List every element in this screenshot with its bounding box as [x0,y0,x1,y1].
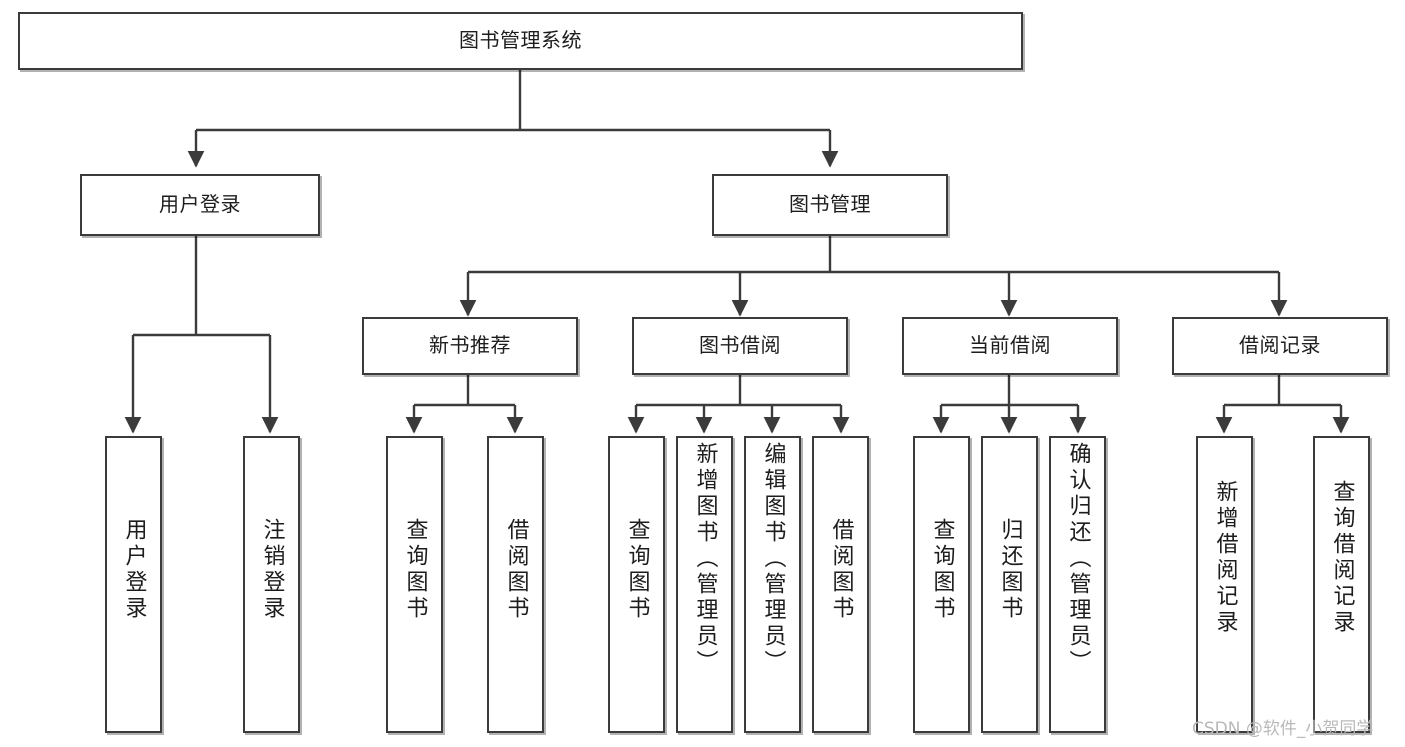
node-label: 查询图书 [624,518,650,622]
leaf-confirm-return-admin[interactable]: 确认归还（管理员） [1049,436,1106,733]
leaf-return-book[interactable]: 归还图书 [981,436,1038,733]
node-label: 查询图书 [402,518,428,622]
node-user-login[interactable]: 用户登录 [80,174,320,236]
leaf-borrow-book[interactable]: 借阅图书 [812,436,869,733]
leaf-edit-book-admin[interactable]: 编辑图书（管理员） [744,436,801,733]
node-label: 当前借阅 [969,333,1051,358]
node-label: 图书管理 [789,192,871,217]
node-label: 用户登录 [159,192,241,217]
leaf-logout-login[interactable]: 注销登录 [243,436,300,733]
csdn-watermark: CSDN @软件_小贺同学 [1192,719,1374,739]
node-new-book-recommend[interactable]: 新书推荐 [362,317,578,375]
leaf-borrow-book-recommend[interactable]: 借阅图书 [487,436,544,733]
leaf-query-book-current[interactable]: 查询图书 [913,436,970,733]
node-label: 借阅图书 [828,518,854,622]
node-label: 注销登录 [259,518,285,622]
node-current-borrow[interactable]: 当前借阅 [902,317,1118,375]
node-label: 新书推荐 [429,333,511,358]
leaf-query-borrow-record[interactable]: 查询借阅记录 [1313,436,1370,733]
node-label: 图书管理系统 [459,28,582,53]
leaf-user-login[interactable]: 用户登录 [105,436,162,733]
node-label: 用户登录 [121,518,147,622]
node-label: 归还图书 [997,518,1023,622]
node-label: 新增图书（管理员） [692,442,718,676]
leaf-query-book-recommend[interactable]: 查询图书 [386,436,443,733]
node-label: 编辑图书（管理员） [760,442,786,676]
leaf-add-borrow-record[interactable]: 新增借阅记录 [1196,436,1253,733]
node-book-management[interactable]: 图书管理 [712,174,948,236]
node-label: 借阅图书 [503,518,529,622]
node-book-borrow[interactable]: 图书借阅 [632,317,848,375]
node-root-system[interactable]: 图书管理系统 [18,12,1023,70]
node-label: 借阅记录 [1239,333,1321,358]
leaf-add-book-admin[interactable]: 新增图书（管理员） [676,436,733,733]
leaf-query-book-borrow[interactable]: 查询图书 [608,436,665,733]
node-label: 图书借阅 [699,333,781,358]
node-label: 查询借阅记录 [1329,480,1355,636]
node-label: 查询图书 [929,518,955,622]
node-label: 新增借阅记录 [1212,480,1238,636]
node-borrow-record[interactable]: 借阅记录 [1172,317,1388,375]
node-label: 确认归还（管理员） [1065,442,1091,676]
